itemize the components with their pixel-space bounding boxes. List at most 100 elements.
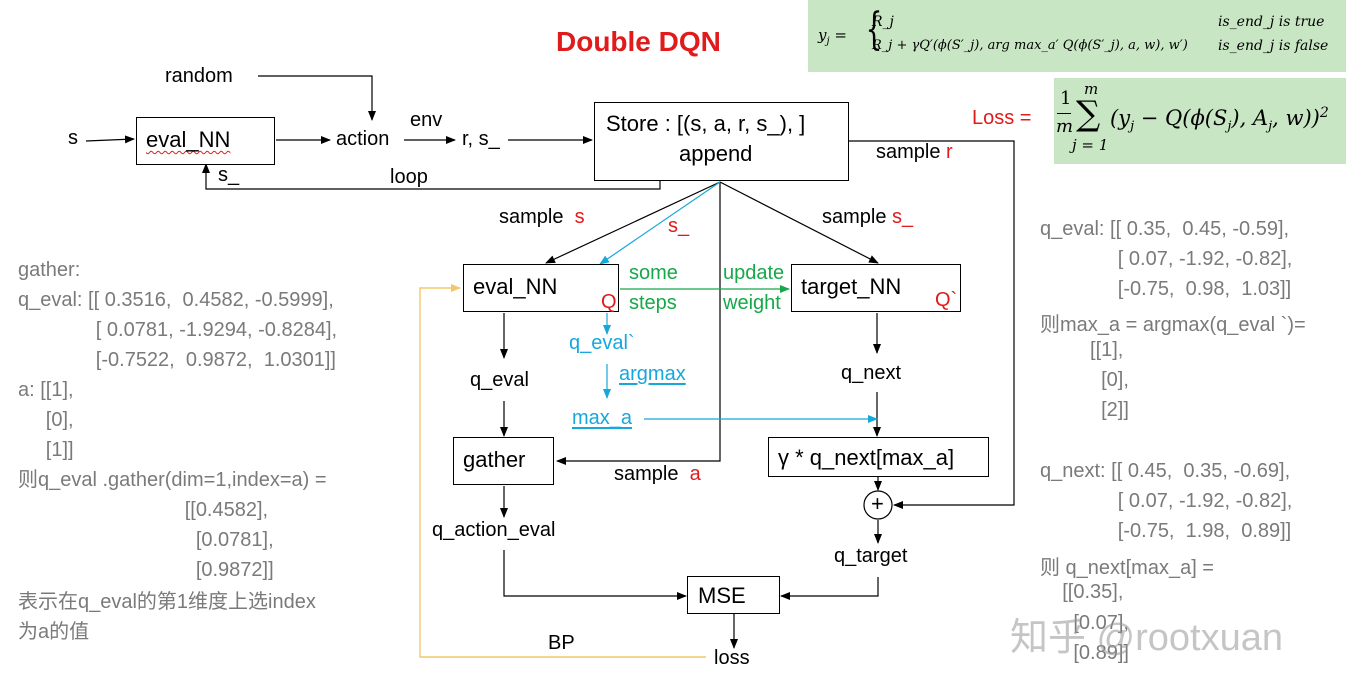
arrow-qtarget-to-mse xyxy=(780,577,879,600)
max-a-label: max_a xyxy=(572,407,633,429)
steps-label: steps xyxy=(629,292,677,314)
s-back-label: s_ xyxy=(218,164,240,186)
eval-nn-top-box: eval_NN xyxy=(136,117,275,165)
left-note-line: [[0.4582], xyxy=(18,499,269,521)
loss-sum-top: m xyxy=(1084,80,1099,98)
arrow-sample-s2 xyxy=(719,181,879,264)
left-note-line: [-0.7522, 0.9872, 1.0301]] xyxy=(18,349,336,371)
env-label: env xyxy=(410,109,443,131)
right-note-line: [[0.35], xyxy=(1040,581,1124,603)
target-nn-label: target_NN xyxy=(801,274,902,299)
left-note-line: gather: xyxy=(18,259,81,281)
loss-node-label: loss xyxy=(714,647,750,669)
right-note-line: [0.07], xyxy=(1040,612,1129,634)
target-formula-panel: yj = { R_j is_end_j is true R_j + γQ′(ϕ(… xyxy=(808,0,1346,72)
eval-nn-top-label: eval_NN xyxy=(146,127,231,152)
right-note-line: q_next: [[ 0.45, 0.35, -0.69], xyxy=(1040,460,1291,482)
plus-circle xyxy=(863,490,893,520)
right-note-line: 则max_a = argmax(q_eval `)= xyxy=(1040,314,1306,336)
right-note-line: [[1], xyxy=(1040,339,1124,361)
mse-box: MSE xyxy=(687,576,780,614)
loss-body: (yj − Q(ϕ(Sj), Aj, w))2 xyxy=(1110,105,1329,135)
plus-sign: + xyxy=(871,491,884,516)
left-note-line: 则q_eval .gather(dim=1,index=a) = xyxy=(18,469,327,491)
left-note-line: 为a的值 xyxy=(18,621,90,643)
arrow-qae-to-mse xyxy=(503,550,687,600)
gamma-box: γ * q_next[max_a] xyxy=(768,437,989,477)
bp-label: BP xyxy=(548,632,575,654)
eval-q-label: Q xyxy=(601,291,617,313)
left-note-line: [1]] xyxy=(18,439,74,461)
arrow-s-to-eval xyxy=(85,135,135,144)
random-label: random xyxy=(165,65,233,87)
action-label: action xyxy=(336,128,390,150)
loss-frac-den: m xyxy=(1056,116,1074,137)
formula-brace: { xyxy=(865,4,883,55)
left-note-line: q_eval: [[ 0.3516, 0.4582, -0.5999], xyxy=(18,289,334,311)
right-note-line: [-0.75, 0.98, 1.03]] xyxy=(1040,278,1292,300)
target-nn-box: target_NN Q` xyxy=(791,264,961,312)
argmax-label: argmax xyxy=(619,363,686,385)
gamma-label: γ * q_next[max_a] xyxy=(778,445,955,470)
right-note-line: [ 0.07, -1.92, -0.82], xyxy=(1040,248,1293,270)
store-line2: append xyxy=(679,141,753,166)
arrow-random-to-action xyxy=(258,75,376,121)
arrow-sample-s xyxy=(545,181,721,264)
sample-s2-label: sample s_ xyxy=(822,206,914,228)
left-note-line: [0.9872]] xyxy=(18,559,274,581)
arrow-sample-a xyxy=(556,182,721,465)
q-eval-prime-label: q_eval` xyxy=(569,332,635,354)
right-note-line: q_eval: [[ 0.35, 0.45, -0.59], xyxy=(1040,218,1290,240)
left-note-line: [0], xyxy=(18,409,74,431)
loss-label: Loss = xyxy=(972,107,1032,129)
arrow-bp xyxy=(419,284,706,658)
formula-lhs: yj = xyxy=(818,26,847,47)
right-note-line: [ 0.07, -1.92, -0.82], xyxy=(1040,490,1293,512)
watermark: 知乎 @rootxuan xyxy=(1010,617,1284,659)
gather-label: gather xyxy=(463,447,526,472)
update-label: update xyxy=(723,262,785,284)
right-note-line: [0], xyxy=(1040,369,1129,391)
right-note-line: [0.89]] xyxy=(1040,642,1129,664)
q-eval-label: q_eval xyxy=(470,369,529,391)
gather-box: gather xyxy=(453,437,554,485)
arrow-s-blue xyxy=(599,181,721,265)
store-line1: Store : [(s, a, r, s_), ] xyxy=(606,111,806,136)
loss-sum-bottom: j = 1 xyxy=(1072,136,1109,154)
right-note-line: [2]] xyxy=(1040,399,1129,421)
weight-label: weight xyxy=(723,292,781,314)
q-next-label: q_next xyxy=(841,362,902,384)
page-title: Double DQN xyxy=(556,26,721,57)
arrow-loop-back xyxy=(202,163,661,190)
store-box: Store : [(s, a, r, s_), ] append xyxy=(594,102,849,181)
s-blue-label: s_ xyxy=(668,215,690,237)
sample-s-label: sample s xyxy=(499,206,585,228)
loss-formula-panel: 1 m m ∑ j = 1 (yj − Q(ϕ(Sj), Aj, w))2 xyxy=(1054,78,1346,164)
loss-frac-bar xyxy=(1057,113,1071,114)
right-note-line: [-0.75, 1.98, 0.89]] xyxy=(1040,520,1292,542)
formula-case2-cond: is_end_j is false xyxy=(1218,38,1329,54)
sample-a-label: sample a xyxy=(614,463,701,485)
right-note-line: 则 q_next[max_a] = xyxy=(1040,557,1214,579)
left-note-line: [ 0.0781, -1.9294, -0.8284], xyxy=(18,319,338,341)
loop-label: loop xyxy=(390,166,428,188)
q-target-label: q_target xyxy=(834,545,908,567)
q-action-eval-label: q_action_eval xyxy=(432,519,556,541)
eval-nn-box: eval_NN Q xyxy=(463,264,619,313)
formula-case1-cond: is_end_j is true xyxy=(1218,14,1325,30)
s-input-label: s xyxy=(68,127,78,149)
sample-r-label: sample r xyxy=(876,141,953,163)
mse-label: MSE xyxy=(698,583,746,608)
left-note-line: 表示在q_eval的第1维度上选index xyxy=(18,591,316,613)
formula-case1-expr: R_j xyxy=(872,14,894,30)
eval-nn-label: eval_NN xyxy=(473,274,558,299)
r-s-label: r, s_ xyxy=(462,128,500,150)
arrow-sample-r xyxy=(848,140,1015,509)
target-q-label: Q` xyxy=(935,289,958,311)
left-note-line: [0.0781], xyxy=(18,529,274,551)
left-note-line: a: [[1], xyxy=(18,379,74,401)
loss-sum-sign: ∑ xyxy=(1076,94,1101,134)
some-label: some xyxy=(629,262,678,284)
formula-case2-expr: R_j + γQ′(ϕ(S′_j), arg max_a′ Q(ϕ(S′_j),… xyxy=(872,38,1188,53)
